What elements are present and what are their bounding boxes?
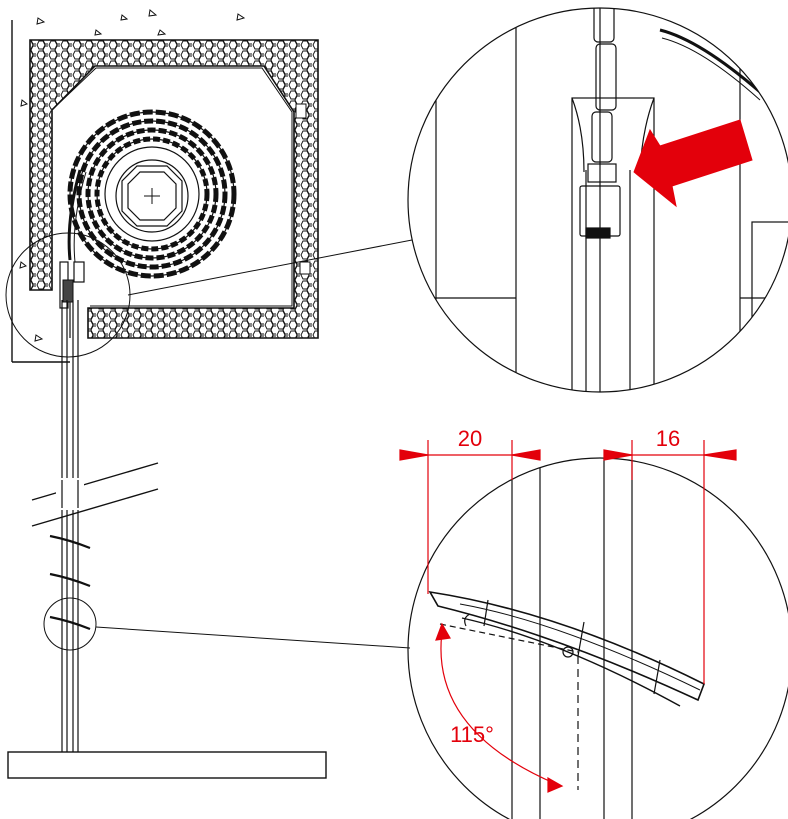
detail-circle-bottom — [43, 597, 97, 651]
coiled-shutter-roll — [67, 109, 237, 279]
concrete-aggregate — [19, 9, 246, 342]
dimension-label-left: 20 — [458, 426, 482, 451]
opened-slats — [49, 534, 91, 631]
shutter-curtain — [61, 300, 79, 752]
angle-label: 115° — [450, 722, 494, 747]
dimension-lines — [399, 440, 737, 793]
octagonal-shaft — [115, 159, 189, 233]
red-block-arrow-icon — [633, 119, 753, 208]
window-sill — [7, 751, 327, 779]
dimension-label-right: 16 — [656, 426, 680, 451]
detail-guide-rail — [407, 7, 788, 393]
shutter-box-section — [5, 9, 413, 779]
detail-slat-profile: 20 16 115° — [399, 426, 788, 819]
insulation-housing — [29, 39, 319, 339]
